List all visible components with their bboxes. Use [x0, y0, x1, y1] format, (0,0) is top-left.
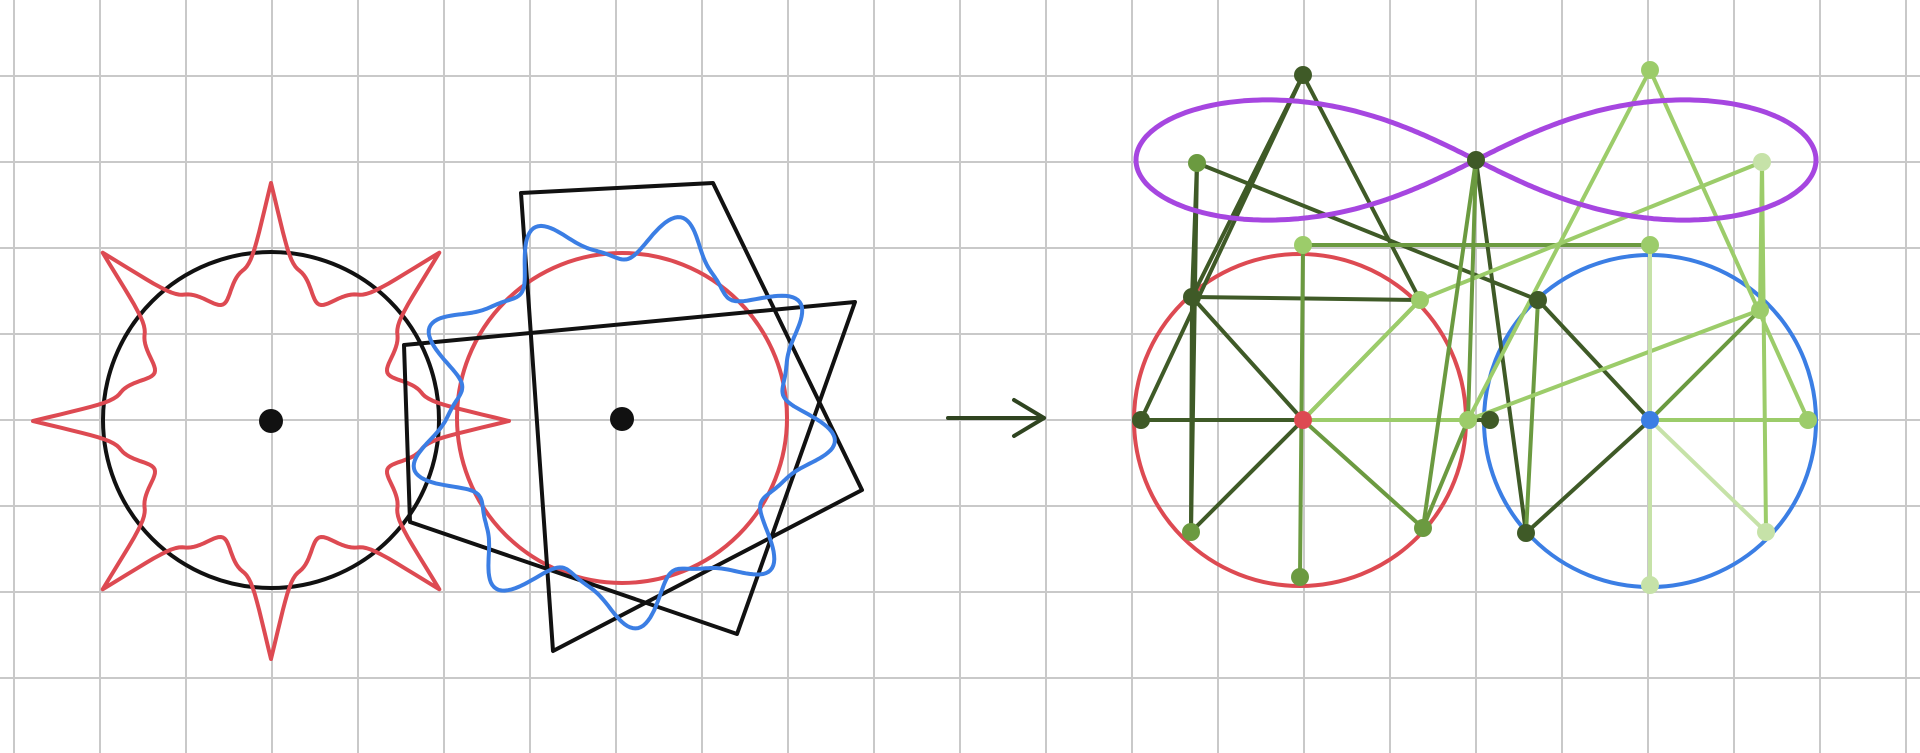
lattice-line: [1189, 418, 1305, 534]
lattice-line: [1536, 298, 1652, 422]
lattice-line: [1524, 298, 1540, 535]
lattice-line: [1298, 243, 1305, 579]
black-circle-left: [101, 250, 441, 590]
lattice-node: [1641, 411, 1659, 429]
lattice-node: [1751, 301, 1769, 319]
lattice-line: [1421, 418, 1470, 530]
octagram-square-b: [402, 300, 857, 636]
center-dot-left: [259, 409, 283, 433]
lattice-node: [1411, 291, 1429, 309]
lattice-line: [1466, 308, 1762, 422]
lattice-node: [1294, 66, 1312, 84]
lattice-node: [1641, 61, 1659, 79]
lattice-line: [1474, 158, 1528, 535]
lattice-node: [1291, 568, 1309, 586]
lattice-line: [1524, 418, 1652, 535]
lattice-node: [1517, 524, 1535, 542]
octagram-square-a: [519, 181, 864, 653]
green-line-lattice: [1139, 68, 1810, 587]
purple-infinity-loop: [1133, 97, 1819, 223]
lattice-line: [1466, 158, 1478, 422]
lattice-line: [1190, 295, 1305, 422]
red-petal-gear: [31, 181, 511, 661]
lattice-line: [1418, 160, 1764, 302]
center-dot-right: [610, 407, 634, 431]
lattice-node: [1641, 236, 1659, 254]
lattice-line: [1190, 73, 1305, 299]
red-circle-center: [455, 251, 789, 585]
lattice-line: [1421, 158, 1478, 530]
lattice-line: [1758, 160, 1764, 312]
lattice-node: [1183, 288, 1201, 306]
lattice-node: [1753, 153, 1771, 171]
lattice-line: [1648, 308, 1762, 422]
left-gear-figure: [31, 181, 864, 661]
lattice-node: [1757, 523, 1775, 541]
lattice-node: [1481, 411, 1499, 429]
lattice-line: [1648, 418, 1768, 534]
lattice-node: [1182, 523, 1200, 541]
lattice-node: [1467, 151, 1485, 169]
right-lattice-figure: [1132, 61, 1819, 594]
lattice-line: [1189, 295, 1194, 534]
lattice-node: [1294, 236, 1312, 254]
lattice-node: [1799, 411, 1817, 429]
lattice-node: [1294, 411, 1312, 429]
lattice-node: [1529, 291, 1547, 309]
lattice-line: [1301, 73, 1422, 302]
lattice-node: [1414, 519, 1432, 537]
lattice-node: [1188, 154, 1206, 172]
lattice-nodes: [1132, 61, 1817, 594]
lattice-line: [1301, 418, 1425, 530]
lattice-line: [1190, 295, 1422, 302]
lattice-node: [1641, 576, 1659, 594]
black-octagram-outline: [402, 181, 864, 653]
lattice-node: [1132, 411, 1150, 429]
lattice-line: [1301, 298, 1422, 422]
right-arrow-icon: [946, 398, 1046, 438]
lattice-node: [1459, 411, 1477, 429]
blue-wavy-gear: [411, 215, 837, 631]
lattice-line: [1648, 68, 1810, 422]
